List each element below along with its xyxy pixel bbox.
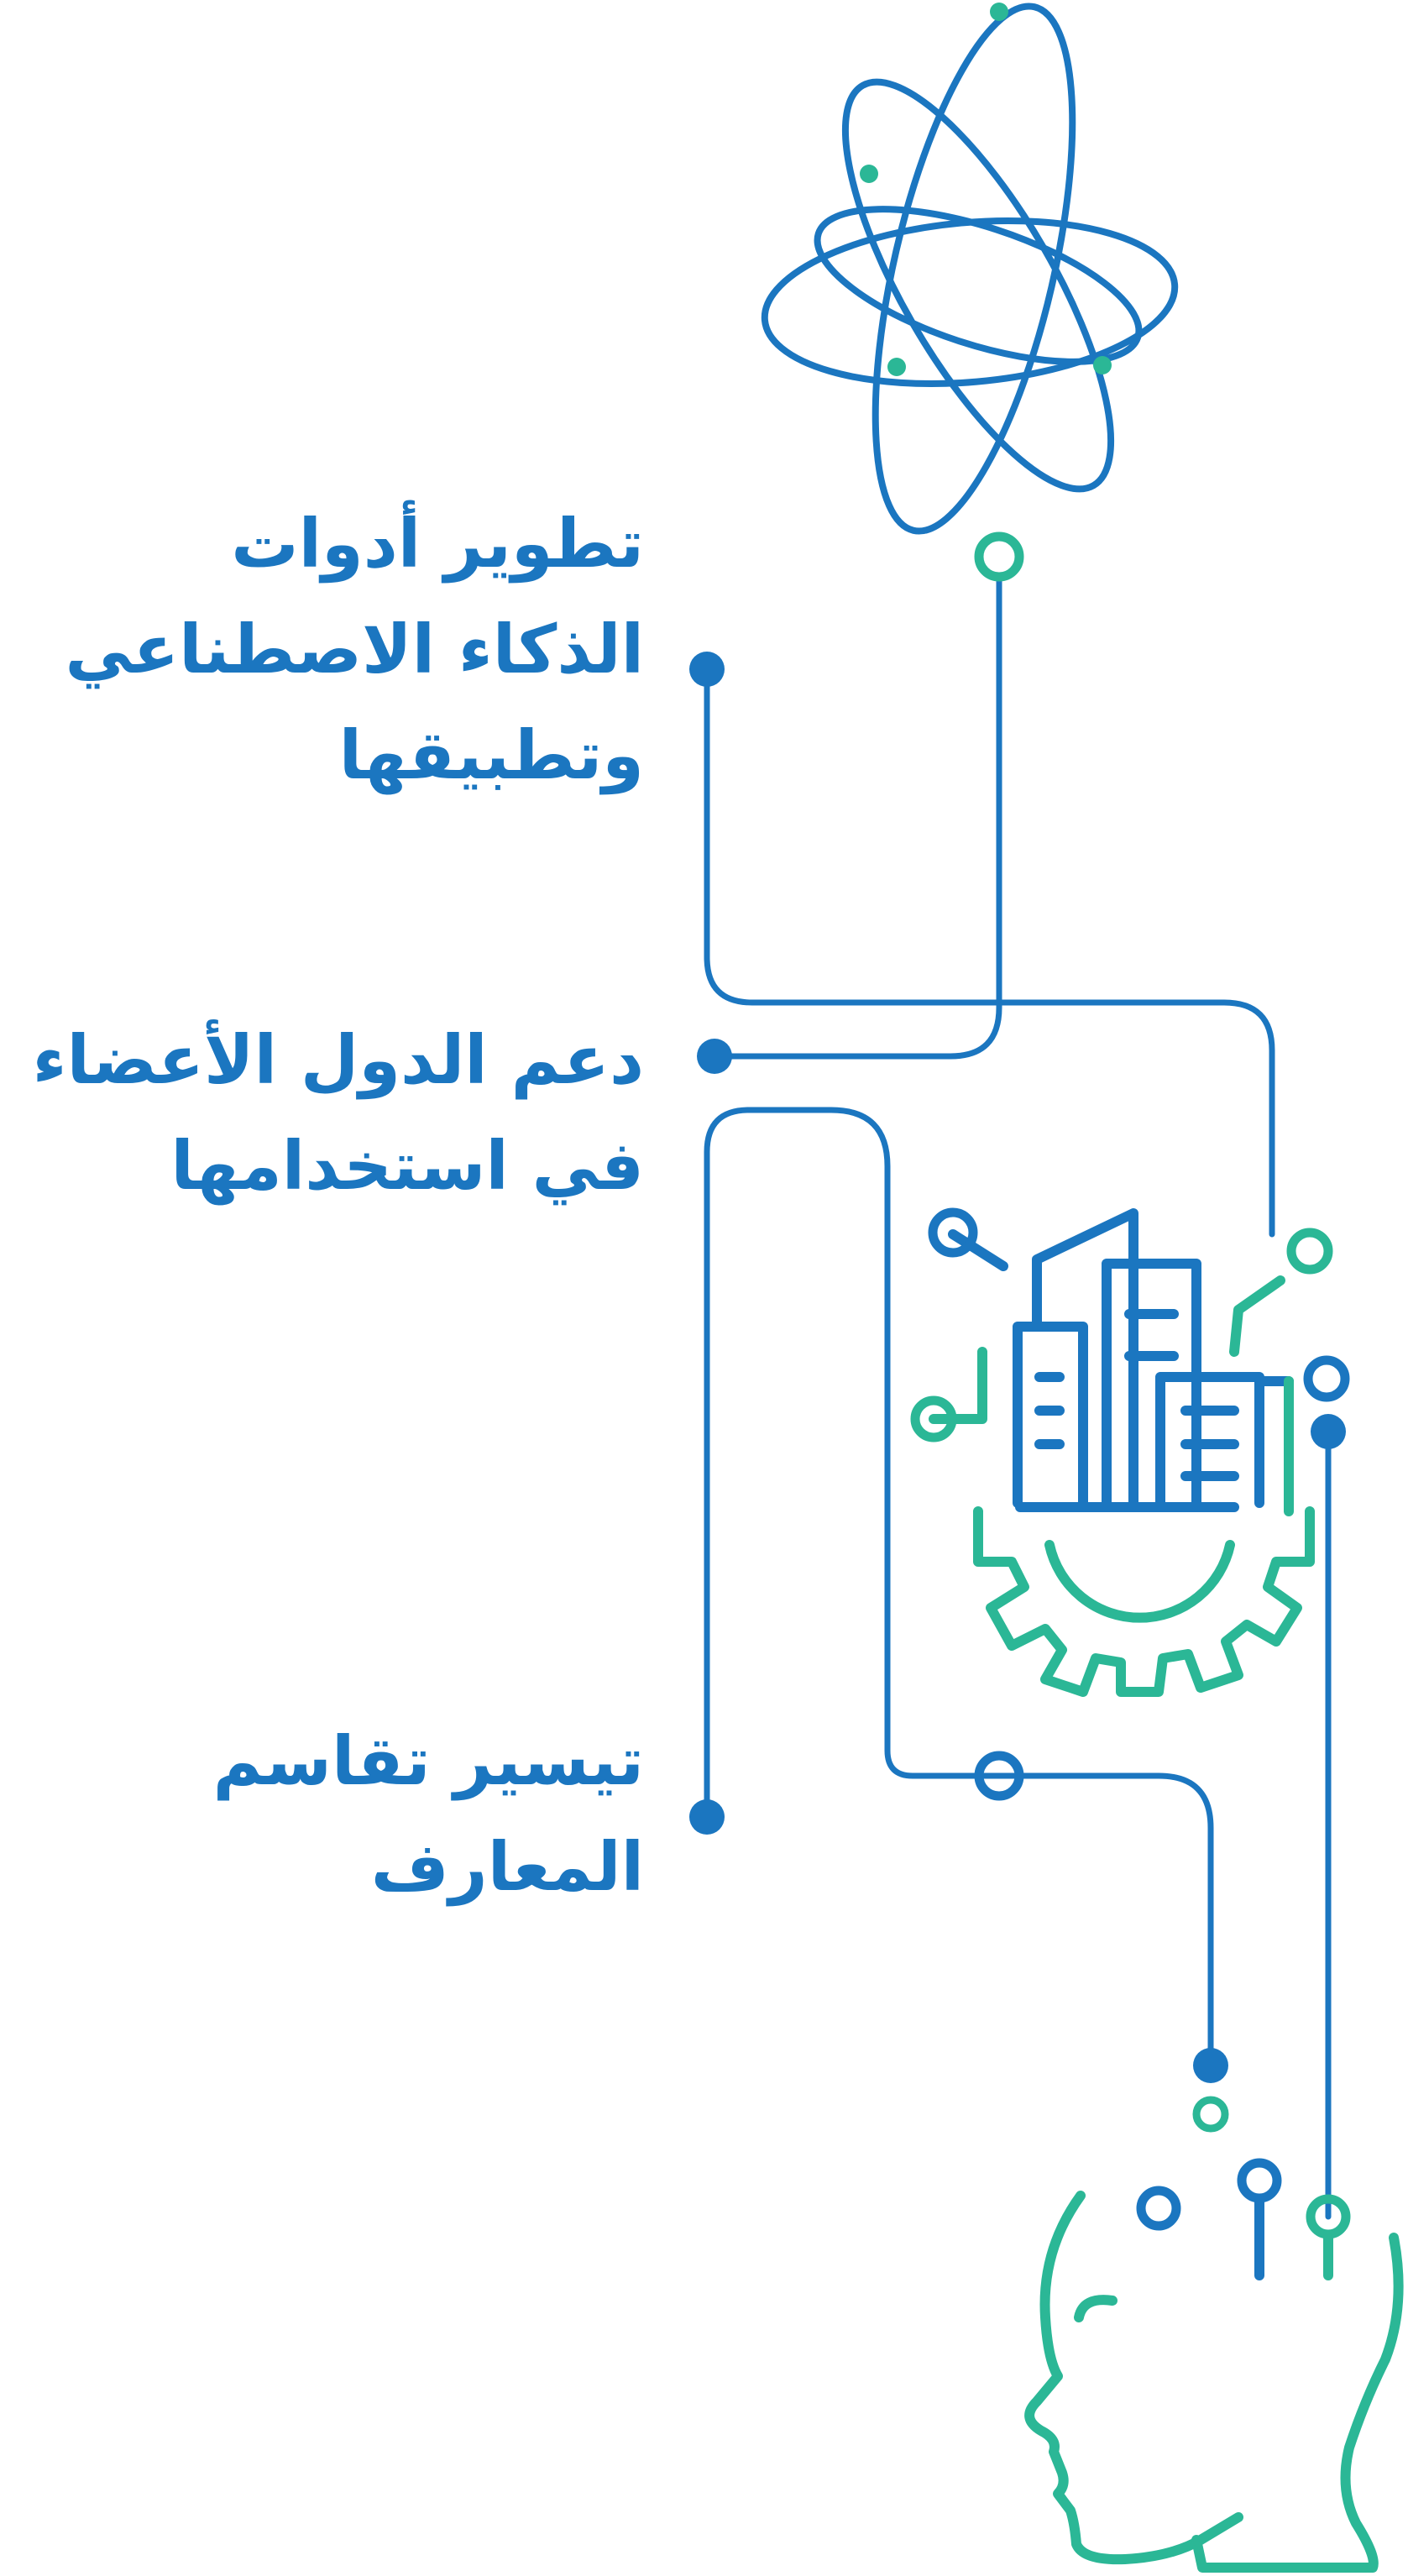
city-gear-icon [910,1207,1350,1697]
label-knowledge-sharing-line-2: المعارف [370,1828,644,1906]
human-head-icon [1024,2158,1404,2573]
label-ai-tools: تطوير أدوات الذكاء الاصطناعي وتطبيقها [65,491,645,809]
label-knowledge-sharing: تيسير تقاسم المعارف [213,1709,644,1920]
atom-icon [761,3,1179,535]
label-member-support-line-2: في استخدامها [170,1127,644,1205]
label-ai-tools-line-2: الذكاء الاصطناعي [65,610,645,689]
label-member-support: دعم الدول الأعضاء في استخدامها [33,1008,644,1219]
connector-nodes [689,531,1229,2133]
label-knowledge-sharing-line-1: تيسير تقاسم [212,1722,644,1800]
label-ai-tools-line-3: وتطبيقها [338,716,644,794]
label-ai-tools-line-1: تطوير أدوات [231,505,644,583]
label-member-support-line-1: دعم الدول الأعضاء [32,1021,644,1099]
connector-lines [704,576,1332,2220]
